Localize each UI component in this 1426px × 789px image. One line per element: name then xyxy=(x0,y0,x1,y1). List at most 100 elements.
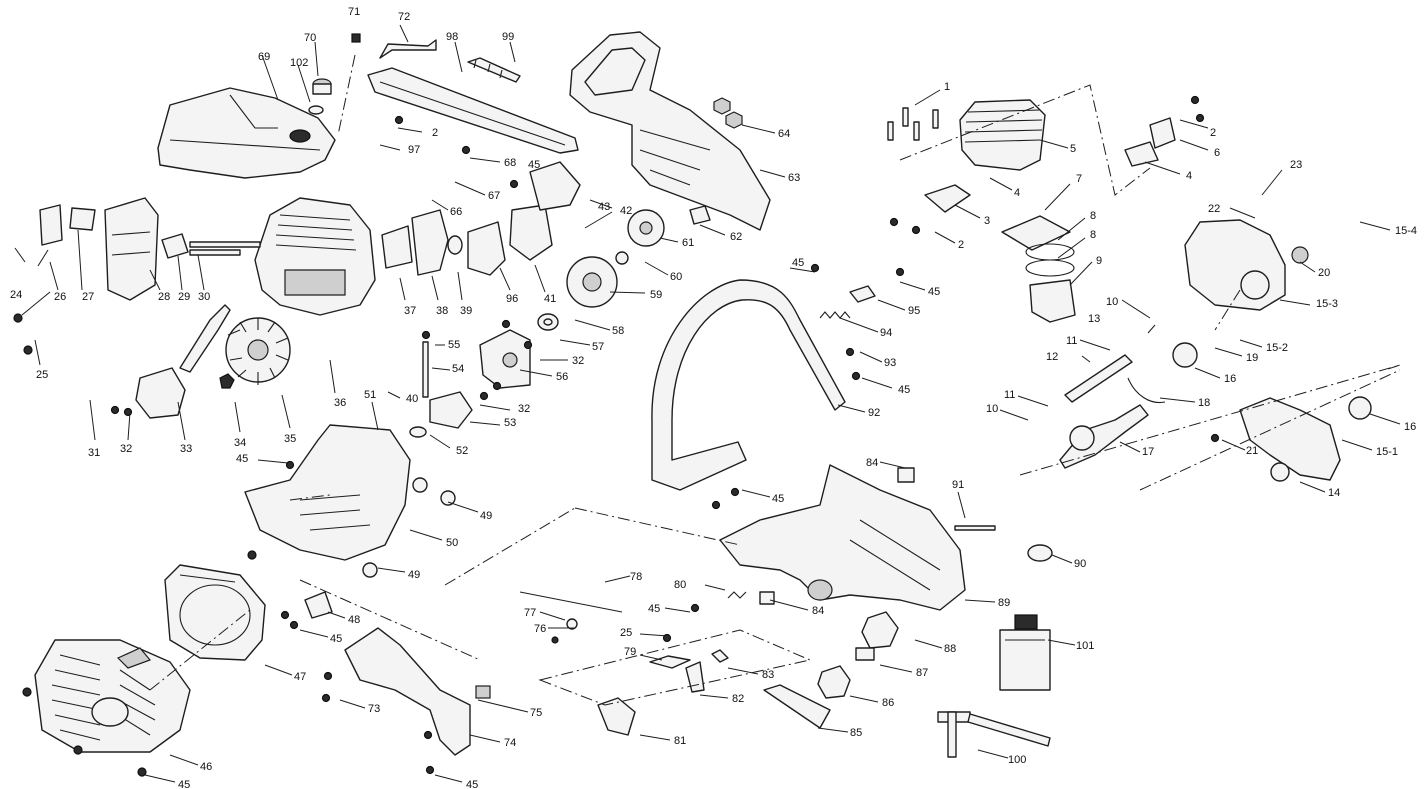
callout-76: 76 xyxy=(534,623,546,635)
callout-45a: 45 xyxy=(528,159,540,171)
callout-90: 90 xyxy=(1074,558,1086,570)
main-housing-part xyxy=(719,464,966,611)
front-handle-housing-part xyxy=(569,31,771,231)
callout-24: 24 xyxy=(10,289,22,301)
oil-pump-gear-part xyxy=(763,611,899,729)
callout-98: 98 xyxy=(446,31,458,43)
callout-53: 53 xyxy=(504,417,516,429)
callout-72: 72 xyxy=(398,11,410,23)
callout-8a: 8 xyxy=(1090,210,1096,222)
callout-27: 27 xyxy=(82,291,94,303)
engine-assembly-part xyxy=(254,197,376,316)
callout-10a: 10 xyxy=(1106,296,1118,308)
callout-4b: 4 xyxy=(1186,170,1192,182)
brake-spring-part xyxy=(819,285,876,319)
callout-87: 87 xyxy=(916,667,928,679)
callout-30: 30 xyxy=(198,291,210,303)
callout-36: 36 xyxy=(334,397,346,409)
callout-101: 101 xyxy=(1076,640,1094,652)
callout-49b: 49 xyxy=(408,569,420,581)
callout-77: 77 xyxy=(524,607,536,619)
callout-66: 66 xyxy=(450,206,462,218)
callout-61: 61 xyxy=(682,237,694,249)
flywheel-part xyxy=(219,317,291,389)
callout-83: 83 xyxy=(762,669,774,681)
cylinder-bolts-part xyxy=(887,107,939,141)
callout-3: 3 xyxy=(984,215,990,227)
callout-78: 78 xyxy=(630,571,642,583)
callout-45g: 45 xyxy=(772,493,784,505)
clutch-sprocket-part xyxy=(537,205,711,331)
callout-48: 48 xyxy=(348,614,360,626)
callout-18: 18 xyxy=(1198,397,1210,409)
callout-47: 47 xyxy=(294,671,306,683)
crankshaft-part xyxy=(1059,342,1198,469)
callout-56: 56 xyxy=(556,371,568,383)
callout-32b: 32 xyxy=(572,355,584,367)
callout-86: 86 xyxy=(882,697,894,709)
callout-84a: 84 xyxy=(866,457,878,469)
callout-60: 60 xyxy=(670,271,682,283)
callout-37: 37 xyxy=(404,305,416,317)
callout-12: 12 xyxy=(1046,351,1058,363)
callout-52: 52 xyxy=(456,445,468,457)
guide-bar-part xyxy=(367,67,579,154)
callout-95: 95 xyxy=(908,305,920,317)
callout-35: 35 xyxy=(284,433,296,445)
callout-45d: 45 xyxy=(178,779,190,789)
callout-16b: 16 xyxy=(1404,421,1416,433)
callout-22: 22 xyxy=(1208,203,1220,215)
rear-handle-part xyxy=(344,627,491,756)
top-cover-part xyxy=(157,87,336,179)
throttle-rod-part xyxy=(519,591,623,630)
callout-11b: 11 xyxy=(1004,389,1015,401)
callout-32c: 32 xyxy=(518,403,530,415)
callout-16a: 16 xyxy=(1224,373,1236,385)
callout-80: 80 xyxy=(674,579,686,591)
callout-15-2: 15-2 xyxy=(1266,342,1288,354)
callout-97: 97 xyxy=(408,144,420,156)
callout-25a: 25 xyxy=(36,369,48,381)
callout-81: 81 xyxy=(674,735,686,747)
air-filter-cover-part xyxy=(39,197,159,301)
callout-labels: 1 2 2 2 3 4 4 5 6 7 8 8 9 10 10 11 11 12… xyxy=(10,6,1417,789)
callout-26: 26 xyxy=(54,291,66,303)
callout-84b: 84 xyxy=(812,605,824,617)
callout-100: 100 xyxy=(1008,754,1026,766)
piston-assembly-part xyxy=(1001,215,1076,323)
callout-20: 20 xyxy=(1318,267,1330,279)
callout-79: 79 xyxy=(624,646,636,658)
callout-57: 57 xyxy=(592,341,604,353)
callout-73: 73 xyxy=(368,703,380,715)
handlebar-part xyxy=(651,279,846,491)
chain-adjuster-part xyxy=(351,33,437,59)
callout-42: 42 xyxy=(620,205,632,217)
callout-55: 55 xyxy=(448,339,460,351)
callout-102: 102 xyxy=(290,57,308,69)
callout-51: 51 xyxy=(364,389,376,401)
callout-11a: 11 xyxy=(1066,335,1077,347)
callout-43: 43 xyxy=(598,201,610,213)
bar-nuts-part xyxy=(713,97,743,129)
callout-70: 70 xyxy=(304,32,316,44)
callout-74: 74 xyxy=(504,737,516,749)
callout-68: 68 xyxy=(504,157,516,169)
cylinder-part xyxy=(924,99,1046,213)
callout-45c: 45 xyxy=(330,633,342,645)
recoil-cover-part xyxy=(34,639,191,753)
callout-88: 88 xyxy=(944,643,956,655)
callout-94: 94 xyxy=(880,327,892,339)
callout-69: 69 xyxy=(258,51,270,63)
callout-63: 63 xyxy=(788,172,800,184)
callout-28: 28 xyxy=(158,291,170,303)
starter-housing-part xyxy=(164,564,333,661)
oil-pump-part xyxy=(409,329,531,438)
carburetor-part xyxy=(381,161,581,276)
callout-93: 93 xyxy=(884,357,896,369)
fuel-cap-part xyxy=(308,78,332,115)
crankcase-housing-part xyxy=(244,424,456,578)
pump-shaft-part xyxy=(954,525,1053,562)
callout-89: 89 xyxy=(998,597,1010,609)
callout-17: 17 xyxy=(1142,446,1154,458)
